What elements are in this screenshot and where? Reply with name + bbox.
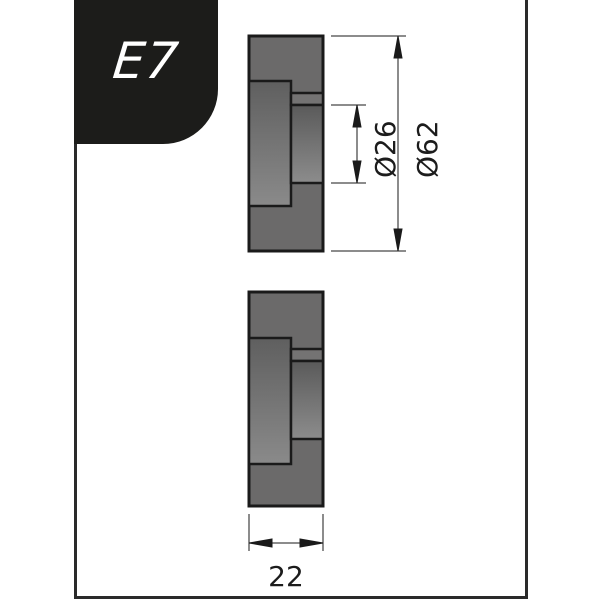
outer-diameter-label: Ø62 <box>411 120 444 178</box>
width-label: 22 <box>268 560 304 593</box>
drawing-frame <box>74 0 528 599</box>
roller-bottom-view <box>247 290 325 508</box>
inner-diameter-label: Ø26 <box>369 120 402 178</box>
outer-diameter-dimension <box>331 35 406 252</box>
roller-top-view <box>247 34 325 253</box>
inner-diameter-dimension <box>331 104 366 184</box>
width-dimension <box>248 514 324 551</box>
model-badge: E7 <box>74 0 218 144</box>
